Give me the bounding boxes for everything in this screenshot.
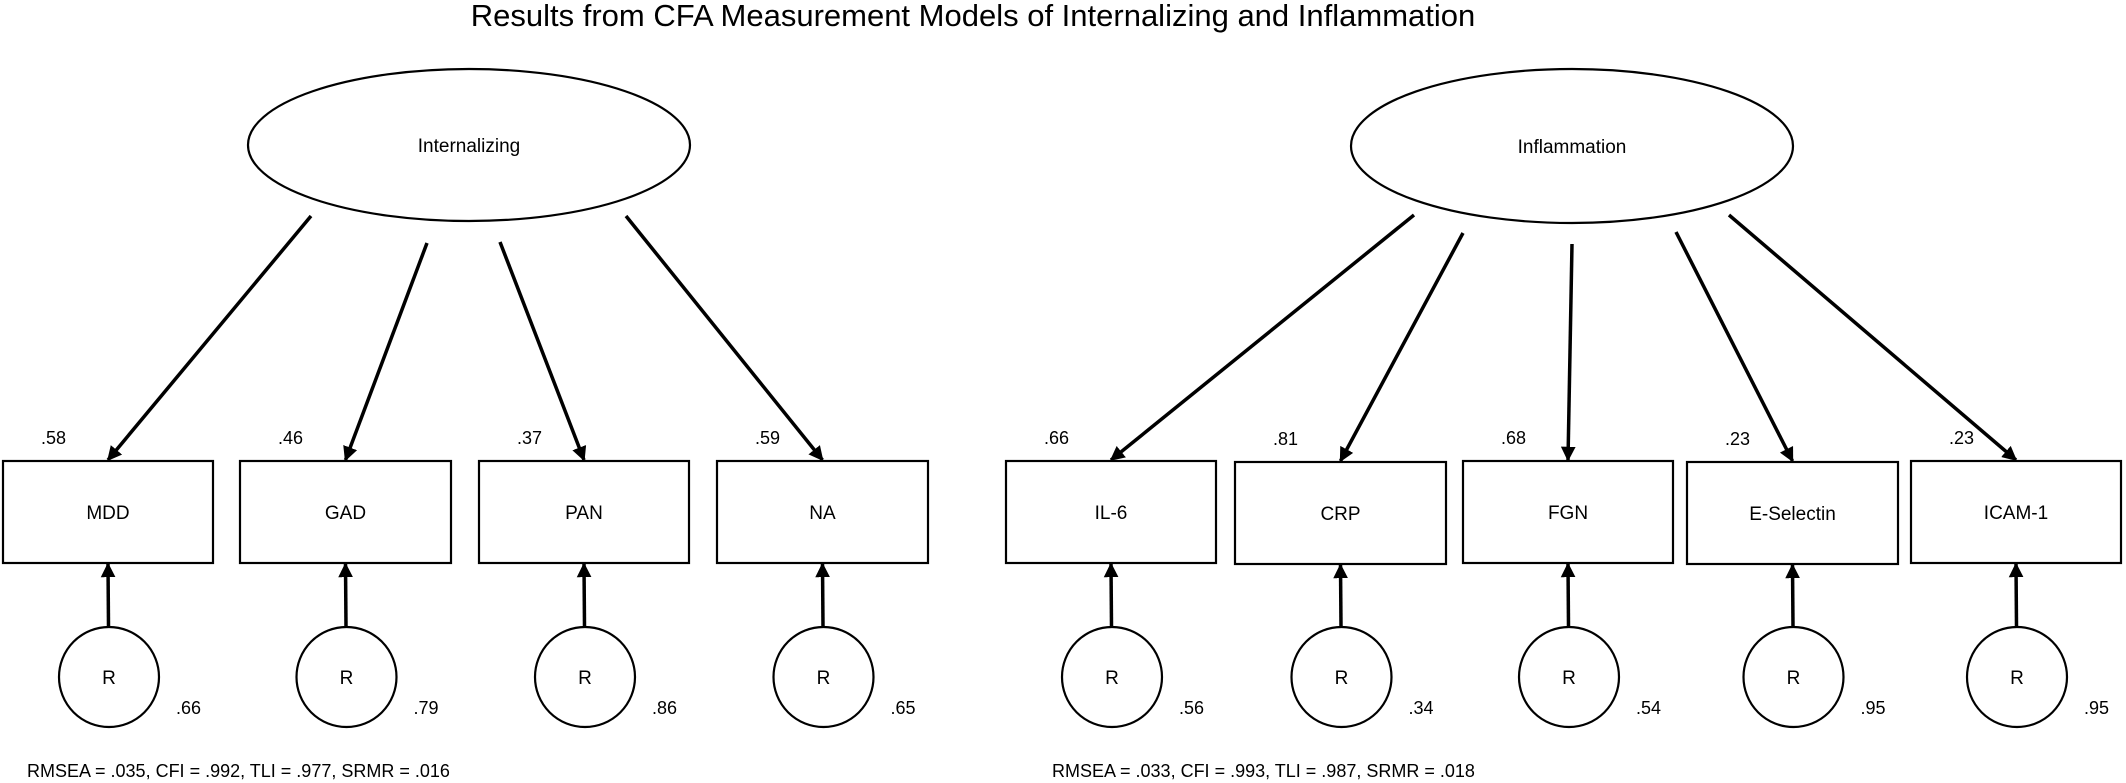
indicator-label: CRP xyxy=(1320,504,1360,525)
residual-circle xyxy=(1742,625,1845,729)
latent-ellipse xyxy=(246,67,692,223)
indicator-box xyxy=(238,459,453,565)
residual-arrow xyxy=(1560,562,1576,628)
page-title: Results from CFA Measurement Models of I… xyxy=(471,0,1476,33)
loading-value: .23 xyxy=(1725,429,1750,449)
loading-arrow xyxy=(1338,232,1465,463)
indicator-box xyxy=(1004,459,1218,565)
residual-arrow xyxy=(815,562,830,628)
indicator-box xyxy=(1461,459,1675,565)
latent-label: Inflammation xyxy=(1518,137,1627,158)
residual-value: .56 xyxy=(1179,698,1204,718)
residual-value: .86 xyxy=(652,698,677,718)
residual-arrow xyxy=(576,562,592,628)
indicator-box xyxy=(1,459,215,565)
residual-label: R xyxy=(1105,668,1119,689)
loading-value: .66 xyxy=(1044,428,1069,448)
indicator-box xyxy=(1233,460,1448,566)
indicator-box xyxy=(1909,459,2123,565)
residual-arrow xyxy=(338,562,353,628)
loading-value: .37 xyxy=(517,428,542,448)
residual-label: R xyxy=(817,668,831,689)
fit-indices: RMSEA = .035, CFI = .992, TLI = .977, SR… xyxy=(27,761,450,781)
indicator-label: E-Selectin xyxy=(1749,504,1836,525)
residual-label: R xyxy=(1335,668,1349,689)
residual-arrow xyxy=(100,562,116,628)
residual-value: .66 xyxy=(176,698,201,718)
residual-value: .54 xyxy=(1636,698,1661,718)
fit-indices: RMSEA = .033, CFI = .993, TLI = .987, SR… xyxy=(1052,761,1475,781)
residual-arrow xyxy=(2008,562,2024,628)
indicator-label: MDD xyxy=(86,503,129,524)
residual-value: .95 xyxy=(1861,698,1886,718)
residual-value: .34 xyxy=(1409,698,1434,718)
residual-arrow xyxy=(1785,563,1800,628)
residual-label: R xyxy=(578,668,592,689)
residual-circle xyxy=(57,625,161,729)
loading-arrow xyxy=(106,214,313,462)
residual-label: R xyxy=(1562,668,1576,689)
loading-value: .59 xyxy=(755,428,780,448)
loading-value: .81 xyxy=(1273,429,1298,449)
residual-value: .79 xyxy=(414,698,439,718)
latent-ellipse xyxy=(1349,67,1795,225)
indicator-box xyxy=(1685,460,1900,566)
loading-arrow xyxy=(1727,213,2018,462)
residual-label: R xyxy=(102,668,116,689)
loading-value: .58 xyxy=(41,428,66,448)
residual-circle xyxy=(1965,625,2069,729)
residual-label: R xyxy=(1787,668,1801,689)
indicator-label: GAD xyxy=(325,503,366,524)
latent-label: Internalizing xyxy=(418,136,520,157)
indicator-label: FGN xyxy=(1548,503,1588,524)
residual-circle xyxy=(533,625,637,729)
residual-circle xyxy=(772,625,875,729)
loading-arrow xyxy=(624,214,824,462)
residual-value: .65 xyxy=(891,698,916,718)
loading-arrow xyxy=(498,241,587,462)
indicator-label: NA xyxy=(809,503,836,524)
loading-arrow xyxy=(1109,213,1416,462)
residual-label: R xyxy=(2010,668,2024,689)
residual-label: R xyxy=(340,668,354,689)
indicator-label: PAN xyxy=(565,503,603,524)
indicator-label: IL-6 xyxy=(1095,503,1128,524)
residual-value: .95 xyxy=(2084,698,2109,718)
residual-circle xyxy=(295,625,398,729)
loading-arrow xyxy=(343,242,429,462)
loading-value: .23 xyxy=(1949,428,1974,448)
loading-arrow xyxy=(1674,231,1795,463)
residual-circle xyxy=(1290,625,1393,729)
residual-arrow xyxy=(1333,563,1348,628)
loading-value: .46 xyxy=(278,428,303,448)
loading-value: .68 xyxy=(1501,428,1526,448)
loading-arrow xyxy=(1560,243,1576,462)
indicator-label: ICAM-1 xyxy=(1984,503,2048,524)
residual-circle xyxy=(1060,625,1164,729)
residual-arrow xyxy=(1103,562,1119,628)
residual-circle xyxy=(1517,625,1621,729)
